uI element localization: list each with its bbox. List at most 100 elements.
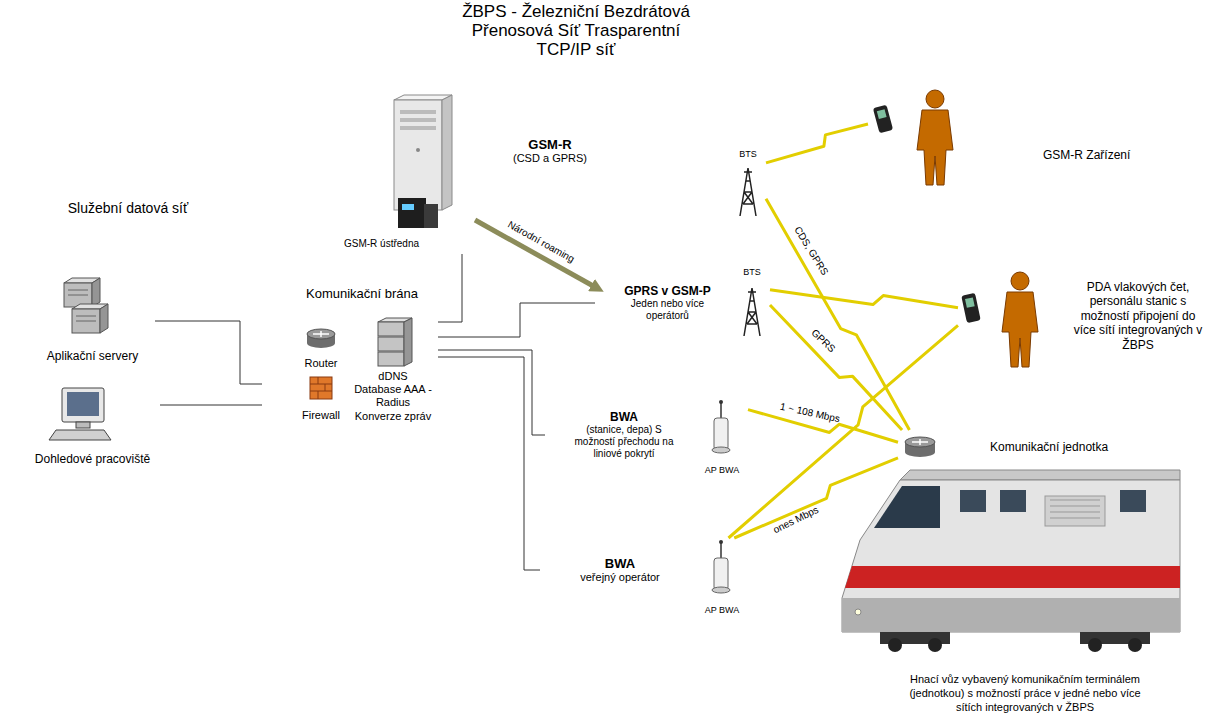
node-label: BWA [605, 556, 635, 572]
wired-link [438, 254, 462, 322]
access-point-icon [720, 402, 722, 418]
locomotive-drawing [888, 638, 902, 652]
workstation-icon [49, 388, 111, 440]
wireless-link [728, 325, 958, 538]
node-label: (stanice, depa) S možností přechodu na l… [565, 424, 683, 460]
phone-icon [873, 105, 893, 134]
switch-icon [400, 110, 436, 114]
router-node: Komunikační jednotka [898, 430, 1160, 464]
node-label: (CSD a GPRS) [513, 152, 587, 165]
locomotive-drawing [845, 566, 1180, 588]
firewall-node: Firewall [296, 374, 346, 422]
node-label: BWA [610, 410, 638, 424]
box-outline [263, 305, 438, 466]
cloud-heading: ŽBPS - Železniční Bezdrátová Přenosová S… [460, 2, 692, 59]
node-label: AP BWA [705, 465, 740, 476]
node-label: GPRS v GSM-P [624, 284, 711, 298]
bts-node: BTS [734, 266, 770, 338]
server-icon [72, 309, 100, 333]
server-icon [76, 316, 96, 317]
locomotive-node: Hnací vůz vybavený komunikačním terminál… [830, 468, 1206, 718]
person-figure [917, 90, 953, 185]
bts-tower [744, 171, 752, 173]
router-icon [307, 329, 335, 348]
switch-icon [402, 204, 414, 210]
network-cloud: Služební datová síťAplikační serveryDohl… [6, 198, 250, 606]
server-icon [378, 337, 404, 351]
node-label: Aplikační servery [47, 349, 138, 363]
cloud-outline [470, 107, 631, 196]
bts-tower [744, 288, 760, 336]
node-label: Hnací vůz vybavený komunikačním terminál… [900, 672, 1150, 714]
node-label: Router [304, 357, 337, 370]
access-point-icon [712, 587, 730, 593]
access-point-node: AP BWA [696, 538, 748, 618]
phone-icon [965, 297, 975, 307]
workstation-icon [67, 392, 99, 416]
router-icon [307, 329, 335, 339]
node-label: dDNS Database AAA - Radius Konverze zprá… [354, 370, 432, 423]
bts-tower [748, 291, 756, 293]
firewall-icon [310, 377, 332, 399]
wired-link [155, 321, 262, 384]
access-point-icon [712, 400, 730, 453]
workstation-icon [62, 388, 104, 422]
node-label: Firewall [302, 409, 340, 422]
firewall-icon [310, 377, 332, 399]
access-point-icon [714, 418, 728, 450]
access-point-node: AP BWA [696, 398, 748, 478]
wired-link [438, 357, 540, 570]
bts-tower [740, 168, 756, 216]
bts-tower [740, 168, 756, 216]
switch-icon [394, 95, 452, 228]
locomotive-drawing [928, 638, 942, 652]
firewall-icon [310, 377, 332, 399]
access-point-icon [720, 542, 722, 558]
locomotive-drawing [960, 490, 986, 512]
wireless-link [770, 290, 958, 308]
roaming-arrow [475, 220, 595, 287]
node-label: AP BWA [705, 605, 740, 616]
network-cloud: BWAveřejný operátor [540, 520, 700, 620]
wireless-link [766, 124, 868, 163]
locomotive-drawing [1120, 490, 1146, 512]
locomotive-drawing [874, 486, 940, 528]
router-icon [905, 437, 935, 447]
person-figure [926, 90, 944, 108]
node-label: PDA vlakových čet, personálu stanic s mo… [1072, 280, 1204, 352]
server-node: dDNS Database AAA - Radius Konverze zprá… [352, 314, 434, 438]
access-point-icon [714, 558, 728, 590]
switch-icon [400, 126, 436, 130]
switch-icon [400, 118, 436, 122]
router-icon [912, 439, 928, 445]
cloud-outline [553, 530, 688, 611]
server-icon [378, 318, 412, 366]
phone-icon [961, 293, 981, 323]
locomotive-drawing [855, 609, 861, 615]
locomotive-drawing [842, 470, 1180, 652]
server-icon [76, 321, 96, 322]
node-label: GSM-R ústředna [344, 238, 419, 250]
switch-icon [416, 148, 420, 152]
person-figure [1011, 272, 1029, 290]
cloud-outline [274, 76, 881, 702]
access-point-icon [719, 540, 723, 544]
server-icon [100, 304, 108, 333]
switch-icon [398, 198, 426, 228]
server-icon [64, 283, 92, 307]
person-figure [917, 110, 953, 185]
locomotive-drawing [900, 470, 1180, 480]
access-point-icon [712, 447, 730, 453]
phone-icon [877, 109, 887, 119]
router-icon [313, 331, 329, 337]
locomotive-drawing [842, 598, 1180, 632]
workstation-icon [76, 422, 90, 428]
wired-link [438, 303, 595, 337]
bts-tower [744, 288, 760, 336]
locomotive-drawing [1000, 490, 1026, 512]
cloud-heading: Služební datová síť [68, 200, 188, 217]
cloud-outline [606, 270, 729, 336]
box-heading: Komunikační brána [306, 286, 418, 302]
cloud-outline [17, 232, 238, 593]
